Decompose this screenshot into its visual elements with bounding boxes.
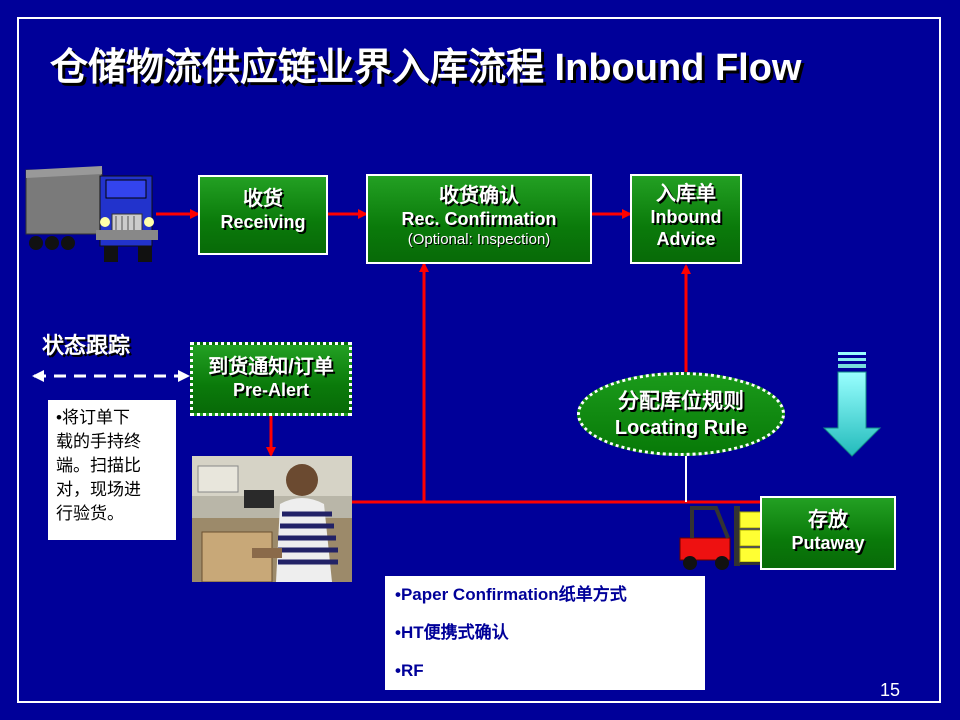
worker-photo [192, 456, 352, 582]
confirmation-box: 收货确认 Rec. Confirmation (Optional: Inspec… [366, 174, 592, 264]
page-number: 15 [880, 680, 901, 700]
note-line: 载的手持终 [56, 432, 141, 451]
note-line: 对，现场进 [56, 480, 141, 499]
putaway-en-label: Putaway [791, 533, 865, 553]
inbound-advice-en-label-1: Inbound [650, 207, 722, 227]
slide-frame [17, 17, 941, 703]
confirmation-methods-list: •Paper Confirmation纸单方式 •HT便携式确认 •RF [385, 576, 705, 690]
inbound-advice-cn-label: 入库单 [656, 183, 716, 205]
method-item: •RF [395, 661, 424, 680]
putaway-box: 存放 Putaway [760, 496, 896, 570]
confirmation-cn-label: 收货确认 [439, 185, 519, 207]
forklift-icon [679, 506, 764, 570]
confirmation-en-label: Rec. Confirmation [401, 209, 557, 229]
down-arrow-icon [822, 352, 882, 457]
page-title: 仓储物流供应链业界入库流程 Inbound Flow [50, 47, 802, 89]
inbound-advice-box: 入库单 Inbound Advice [630, 174, 742, 264]
pre-alert-en-label: Pre-Alert [232, 380, 310, 400]
inbound-advice-en-label-2: Advice [656, 229, 716, 249]
confirmation-sub-label: (Optional: Inspection) [407, 231, 551, 248]
receiving-cn-label: 收货 [243, 188, 283, 210]
method-item: •HT便携式确认 [395, 623, 509, 642]
method-item: •Paper Confirmation纸单方式 [395, 585, 627, 604]
note-line: 行验货。 [56, 504, 124, 523]
pre-alert-cn-label: 到货通知/订单 [208, 356, 334, 378]
putaway-cn-label: 存放 [808, 509, 848, 531]
note-line: •将订单下 [56, 408, 130, 427]
status-tracking-label: 状态跟踪 [42, 333, 131, 358]
truck-icon [25, 166, 158, 262]
note-line: 端。扫描比 [56, 456, 141, 475]
locating-rule-ellipse: 分配库位规则 Locating Rule [577, 372, 785, 456]
pre-alert-box: 到货通知/订单 Pre-Alert [190, 342, 352, 416]
locating-rule-cn-label: 分配库位规则 [618, 390, 744, 413]
receiving-box: 收货 Receiving [198, 175, 328, 255]
handheld-note: •将订单下 载的手持终 端。扫描比 对，现场进 行验货。 [48, 400, 176, 540]
receiving-en-label: Receiving [220, 212, 306, 232]
locating-rule-en-label: Locating Rule [614, 417, 748, 439]
arrow-photo-to-confirmation [352, 262, 429, 504]
